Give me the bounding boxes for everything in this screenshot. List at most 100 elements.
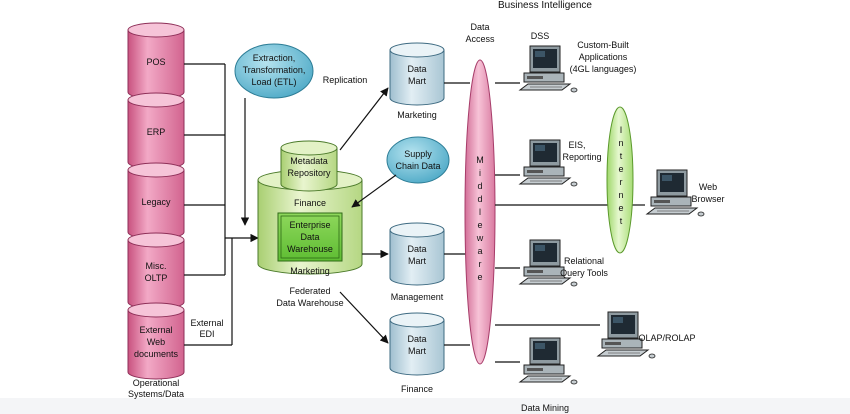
middleware-letter: e	[477, 272, 482, 282]
query-tools-label-line2: Query Tools	[560, 268, 608, 278]
warehouse-caption: Federated Data Warehouse	[276, 286, 343, 308]
svg-text:Data Warehouse: Data Warehouse	[276, 298, 343, 308]
svg-text:Web: Web	[147, 337, 165, 347]
svg-text:Systems/Data: Systems/Data	[128, 389, 184, 399]
internet-letter: I	[620, 125, 623, 135]
web-browser-label-line1: Web	[699, 182, 717, 192]
middleware-letter: a	[477, 246, 482, 256]
svg-text:Metadata: Metadata	[290, 156, 328, 166]
middleware-letter: d	[477, 181, 482, 191]
svg-text:Federated: Federated	[289, 286, 330, 296]
svg-text:EDI: EDI	[199, 329, 214, 339]
svg-text:Extraction,: Extraction,	[253, 53, 296, 63]
custom-apps-label-line2: Applications	[579, 52, 628, 62]
etl-bubble: Extraction, Transformation, Load (ETL)	[234, 43, 314, 99]
middleware-letter: l	[479, 207, 481, 217]
mart-caption: Management	[391, 292, 444, 302]
svg-text:Operational: Operational	[133, 378, 180, 388]
middleware-letter: d	[477, 194, 482, 204]
federated-data-warehouse: Metadata Repository Finance Enterprise D…	[257, 140, 363, 276]
data-mining-label: Data Mining	[521, 403, 569, 413]
svg-text:Chain Data: Chain Data	[395, 161, 440, 171]
erp-source: ERP	[127, 92, 185, 170]
svg-text:Legacy: Legacy	[141, 197, 171, 207]
dss-label: DSS	[531, 31, 550, 41]
svg-text:Load (ETL): Load (ETL)	[251, 77, 296, 87]
metadata-repository: Metadata Repository	[280, 140, 338, 192]
dss-computer-icon	[518, 45, 578, 93]
svg-text:Transformation,: Transformation,	[243, 65, 306, 75]
middleware-letter: i	[479, 168, 481, 178]
svg-text:Misc.: Misc.	[146, 261, 167, 271]
svg-text:Enterprise: Enterprise	[289, 220, 330, 230]
eis-computer-icon	[518, 139, 578, 187]
query-tools-label-line1: Relational	[564, 256, 604, 266]
diagram-title: Business Intelligence	[498, 0, 592, 11]
internet-letter: n	[618, 138, 623, 148]
bottom-band	[0, 398, 850, 414]
replication-label: Replication	[323, 75, 368, 85]
svg-text:External: External	[139, 325, 172, 335]
warehouse-to-mart-arrows	[339, 87, 389, 344]
data-access-label: Data Access	[465, 22, 495, 44]
legacy-source: Legacy	[127, 162, 185, 240]
svg-text:Mart: Mart	[408, 346, 426, 356]
internet-letter: r	[620, 177, 623, 187]
web-browser-computer-icon	[645, 169, 705, 217]
pos-source: POS	[127, 22, 185, 100]
middleware-to-client-lines	[495, 82, 645, 363]
web-browser-label-line2: Browser	[691, 194, 724, 204]
warehouse-finance-label: Finance	[294, 198, 326, 208]
olap-label: OLAP/ROLAP	[638, 333, 695, 343]
svg-text:Data: Data	[407, 64, 426, 74]
mart-caption: Marketing	[397, 110, 437, 120]
svg-text:Repository: Repository	[287, 168, 331, 178]
eis-label-line1: EIS,	[568, 140, 585, 150]
svg-text:External: External	[190, 318, 223, 328]
middleware-letter: M	[476, 155, 484, 165]
mart-caption: Finance	[401, 384, 433, 394]
middleware-letter: r	[479, 259, 482, 269]
olap-computer-icon	[596, 311, 656, 359]
svg-text:Mart: Mart	[408, 76, 426, 86]
middleware-letter: w	[476, 233, 484, 243]
internet-letter: e	[618, 164, 623, 174]
data-marts: DataMartMarketingDataMartManagementDataM…	[389, 42, 445, 394]
client-computers	[518, 45, 705, 385]
external-edi-label: External EDI	[190, 318, 223, 339]
sources-caption: Operational Systems/Data	[128, 378, 184, 399]
query-tools-computer-icon	[518, 239, 578, 287]
svg-text:Data: Data	[407, 244, 426, 254]
supply-chain-bubble: Supply Chain Data	[386, 136, 450, 184]
internet-letter: t	[620, 216, 623, 226]
svg-text:Data: Data	[407, 334, 426, 344]
svg-text:Warehouse: Warehouse	[287, 244, 333, 254]
svg-text:Data: Data	[470, 22, 489, 32]
internet-letter: e	[618, 203, 623, 213]
internet-letter: n	[618, 190, 623, 200]
svg-text:POS: POS	[146, 57, 165, 67]
data-mining-computer-icon	[518, 337, 578, 385]
enterprise-data-warehouse-core	[277, 212, 343, 262]
warehouse-marketing-label: Marketing	[290, 266, 330, 276]
middleware-letter: e	[477, 220, 482, 230]
svg-text:documents: documents	[134, 349, 179, 359]
internet-letter: t	[620, 151, 623, 161]
custom-apps-label-line1: Custom-Built	[577, 40, 629, 50]
svg-text:Data: Data	[300, 232, 319, 242]
svg-text:ERP: ERP	[147, 127, 166, 137]
svg-text:Access: Access	[465, 34, 495, 44]
eis-label-line2: Reporting	[562, 152, 601, 162]
svg-text:Mart: Mart	[408, 256, 426, 266]
client-labels: DSS Custom-Built Applications (4GL langu…	[521, 31, 725, 413]
svg-text:Supply: Supply	[404, 149, 432, 159]
misc-oltp-source: Misc.OLTP	[127, 232, 185, 310]
